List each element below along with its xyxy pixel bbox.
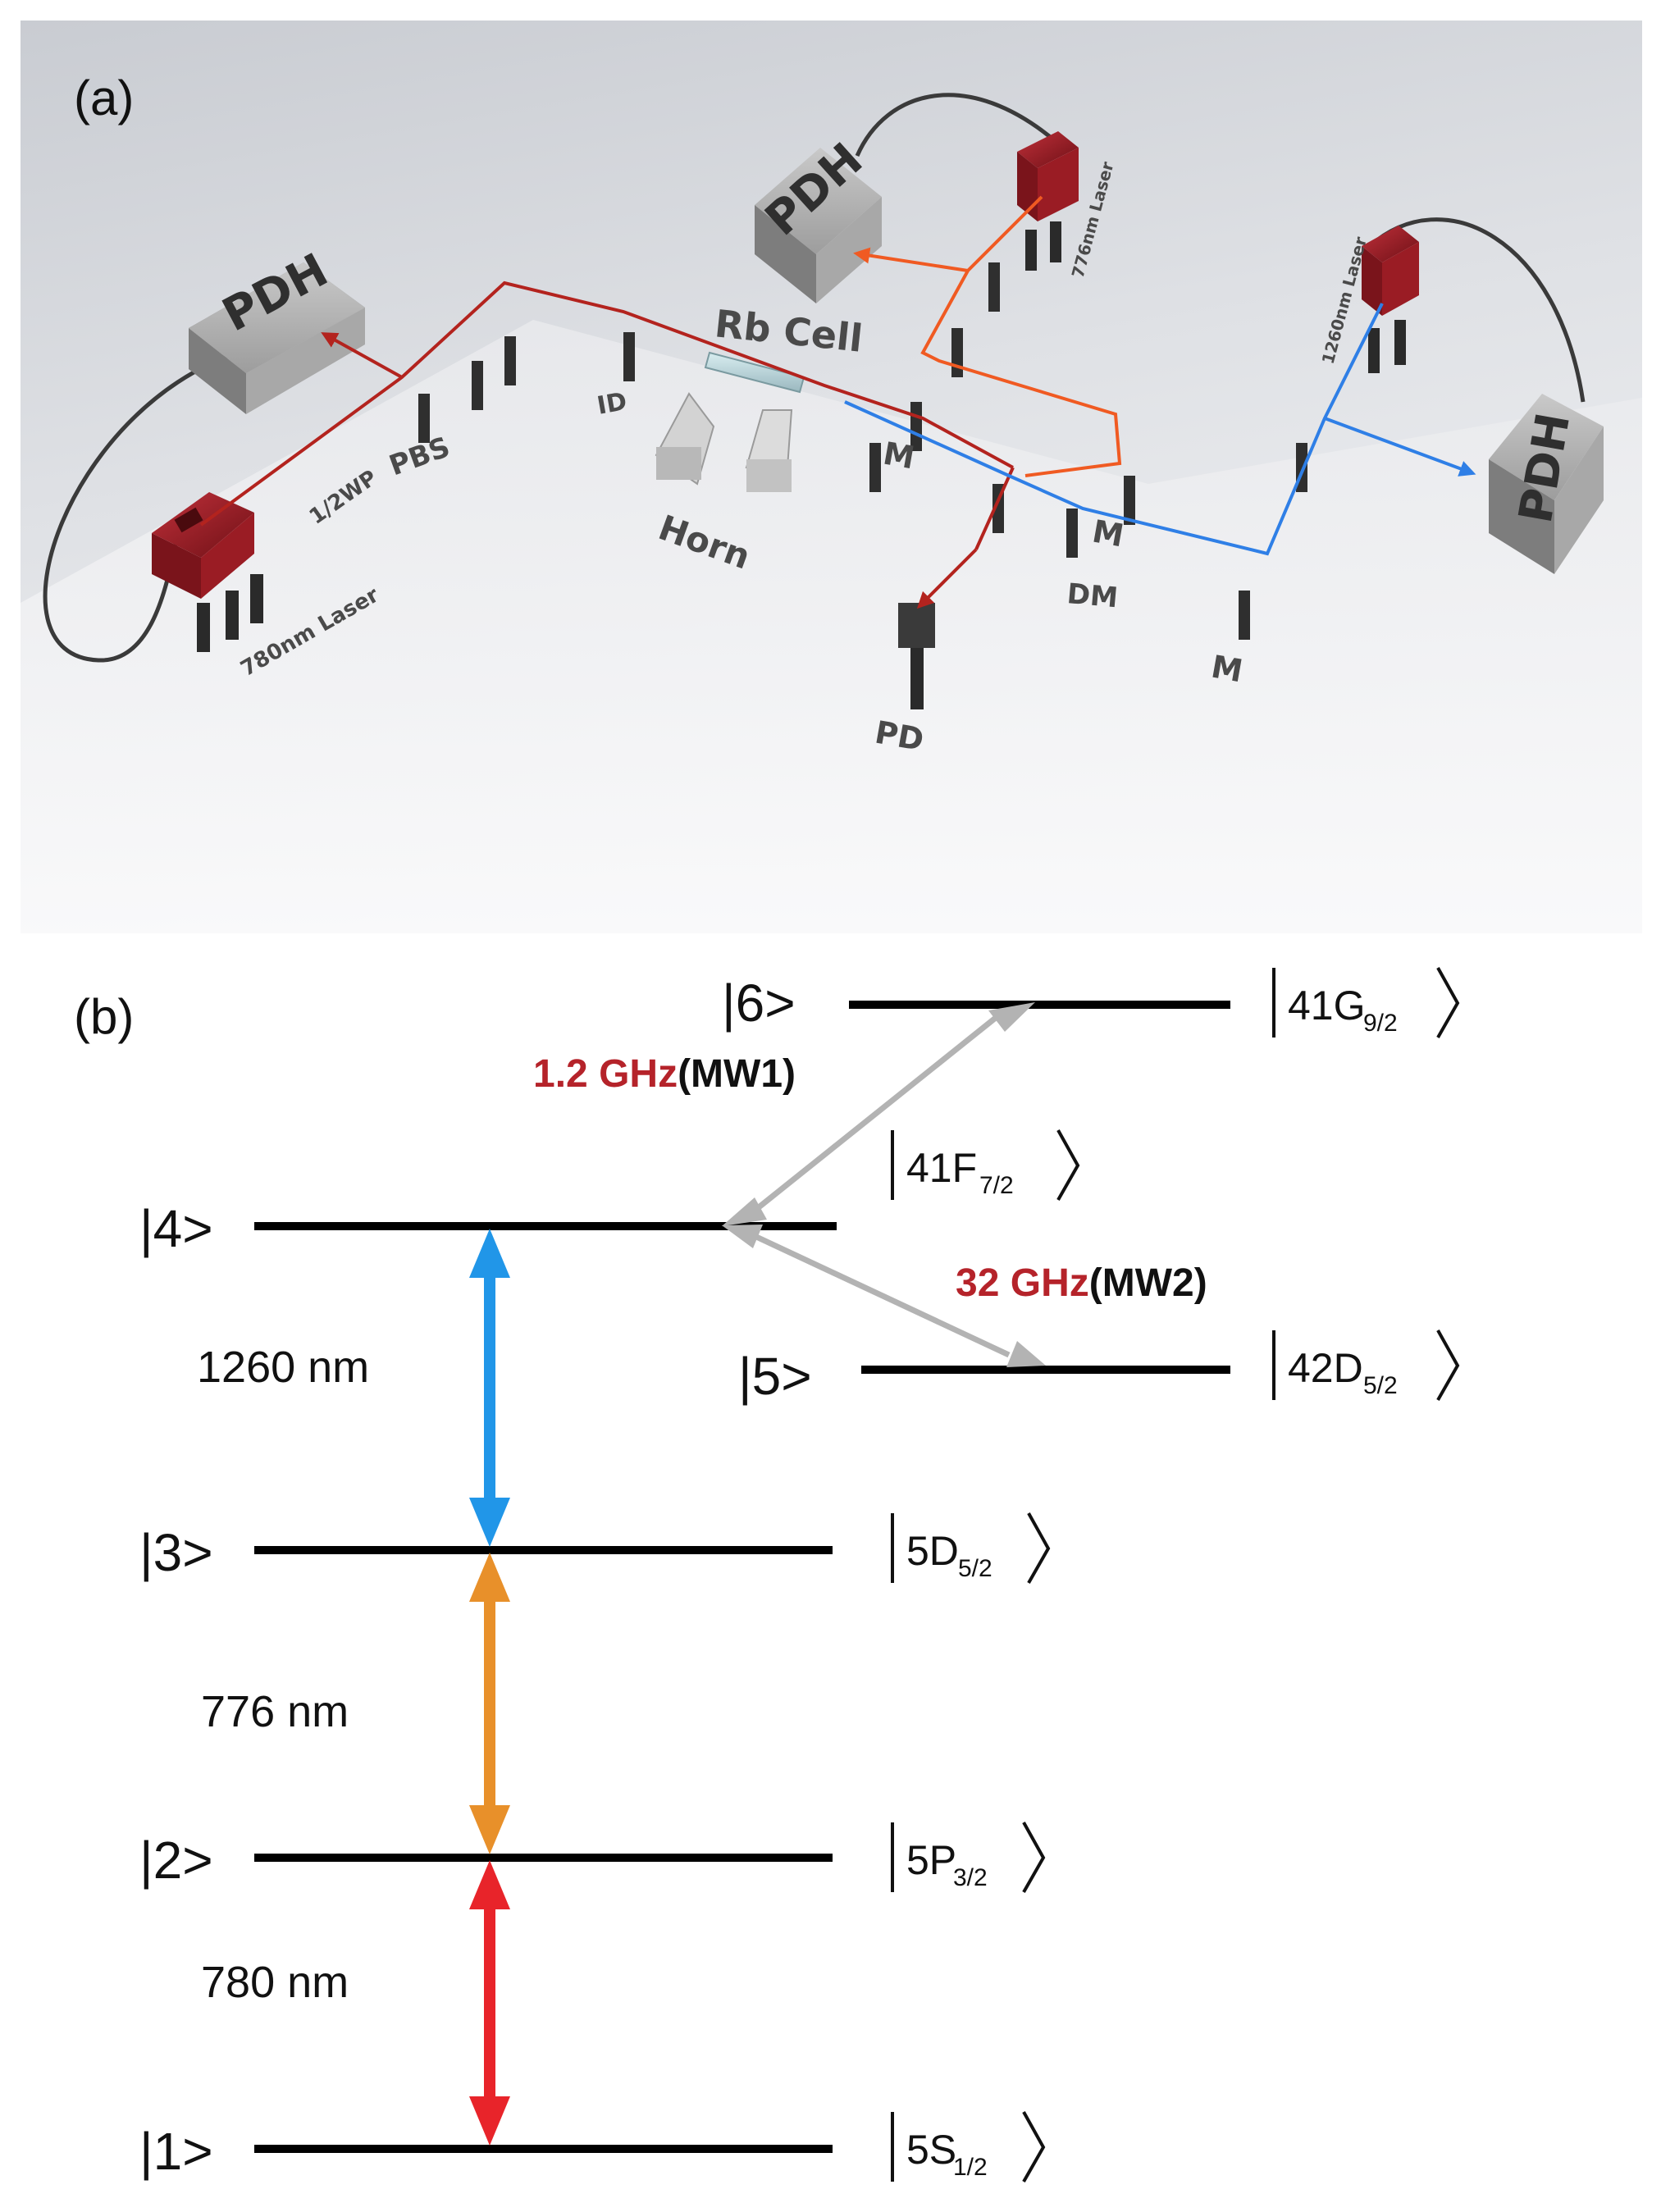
svg-text:M: M (1089, 513, 1126, 554)
photodiode (898, 603, 935, 709)
svg-text:ID: ID (595, 387, 629, 421)
beam-1260-path (844, 303, 1476, 556)
svg-text:5S: 5S (906, 2127, 956, 2173)
fiber-cable-780 (43, 350, 239, 663)
transition-780-arrow (469, 1860, 510, 2146)
level-label-6: |6> (722, 974, 796, 1033)
energy-level-diagram: (b) |1> |2> |3> |4> |5> |6> 5S 1/2 5P 3/… (74, 967, 1460, 2182)
transition-776-arrow (469, 1553, 510, 1854)
svg-text:1/2: 1/2 (953, 2154, 988, 2181)
svg-text:5/2: 5/2 (1363, 1372, 1398, 1399)
transition-776-label: 776 nm (201, 1687, 349, 1736)
svg-text:M: M (1208, 649, 1245, 690)
level-label-5: |5> (738, 1347, 812, 1406)
ket-41f72: 41F 7/2 (891, 1129, 1080, 1201)
svg-text:41G: 41G (1288, 983, 1366, 1028)
svg-text:PD: PD (872, 714, 926, 759)
svg-text:5D: 5D (906, 1528, 959, 1574)
svg-text:7/2: 7/2 (979, 1172, 1014, 1199)
ket-5p32: 5P 3/2 (891, 1822, 1046, 1893)
svg-text:5P: 5P (906, 1837, 956, 1883)
level-label-1: |1> (139, 2122, 213, 2181)
level-label-3: |3> (139, 1523, 213, 1582)
optical-mounts (418, 262, 1307, 640)
level-label-4: |4> (139, 1199, 213, 1258)
ket-5d52: 5D 5/2 (891, 1512, 1051, 1584)
mw1-label: 1.2 GHz(MW1) (533, 1052, 796, 1096)
mw2-arrow (722, 1225, 1046, 1367)
transition-1260-label: 1260 nm (197, 1343, 369, 1392)
panel-b-label: (b) (74, 989, 134, 1044)
ket-41g92: 41G 9/2 (1272, 967, 1460, 1038)
ket-5s12: 5S 1/2 (891, 2111, 1046, 2182)
laser-776 (1017, 131, 1079, 271)
rb-cell (704, 351, 805, 394)
svg-text:1.2 GHz(MW1): 1.2 GHz(MW1) (533, 1052, 796, 1096)
horn-antennas (655, 392, 793, 492)
setup-schematic: (a) PDH PDH PDH (21, 21, 1642, 933)
pdh-box-right: PDH (1489, 394, 1604, 574)
mw2-label: 32 GHz(MW2) (956, 1261, 1207, 1305)
panel-a-label: (a) (74, 71, 134, 125)
svg-text:3/2: 3/2 (953, 1864, 988, 1891)
beam-780-path (199, 280, 1015, 609)
transition-1260-arrow (469, 1229, 510, 1547)
svg-text:M: M (880, 436, 917, 477)
mw1-arrow (722, 1002, 1035, 1226)
ket-42d52: 42D 5/2 (1272, 1329, 1460, 1401)
laser-1260 (1362, 226, 1419, 373)
beam-776-path (853, 195, 1122, 477)
level-label-2: |2> (139, 1831, 213, 1890)
svg-text:DM: DM (1066, 577, 1119, 614)
fiber-cable-776 (855, 93, 1060, 157)
svg-text:5/2: 5/2 (958, 1555, 992, 1582)
svg-text:32 GHz(MW2): 32 GHz(MW2) (956, 1261, 1207, 1305)
svg-text:42D: 42D (1288, 1345, 1363, 1391)
svg-text:9/2: 9/2 (1363, 1010, 1398, 1037)
fiber-cable-1260 (1368, 217, 1586, 403)
transition-780-label: 780 nm (201, 1958, 349, 2007)
optical-table (21, 320, 1642, 933)
svg-text:41F: 41F (906, 1145, 977, 1191)
